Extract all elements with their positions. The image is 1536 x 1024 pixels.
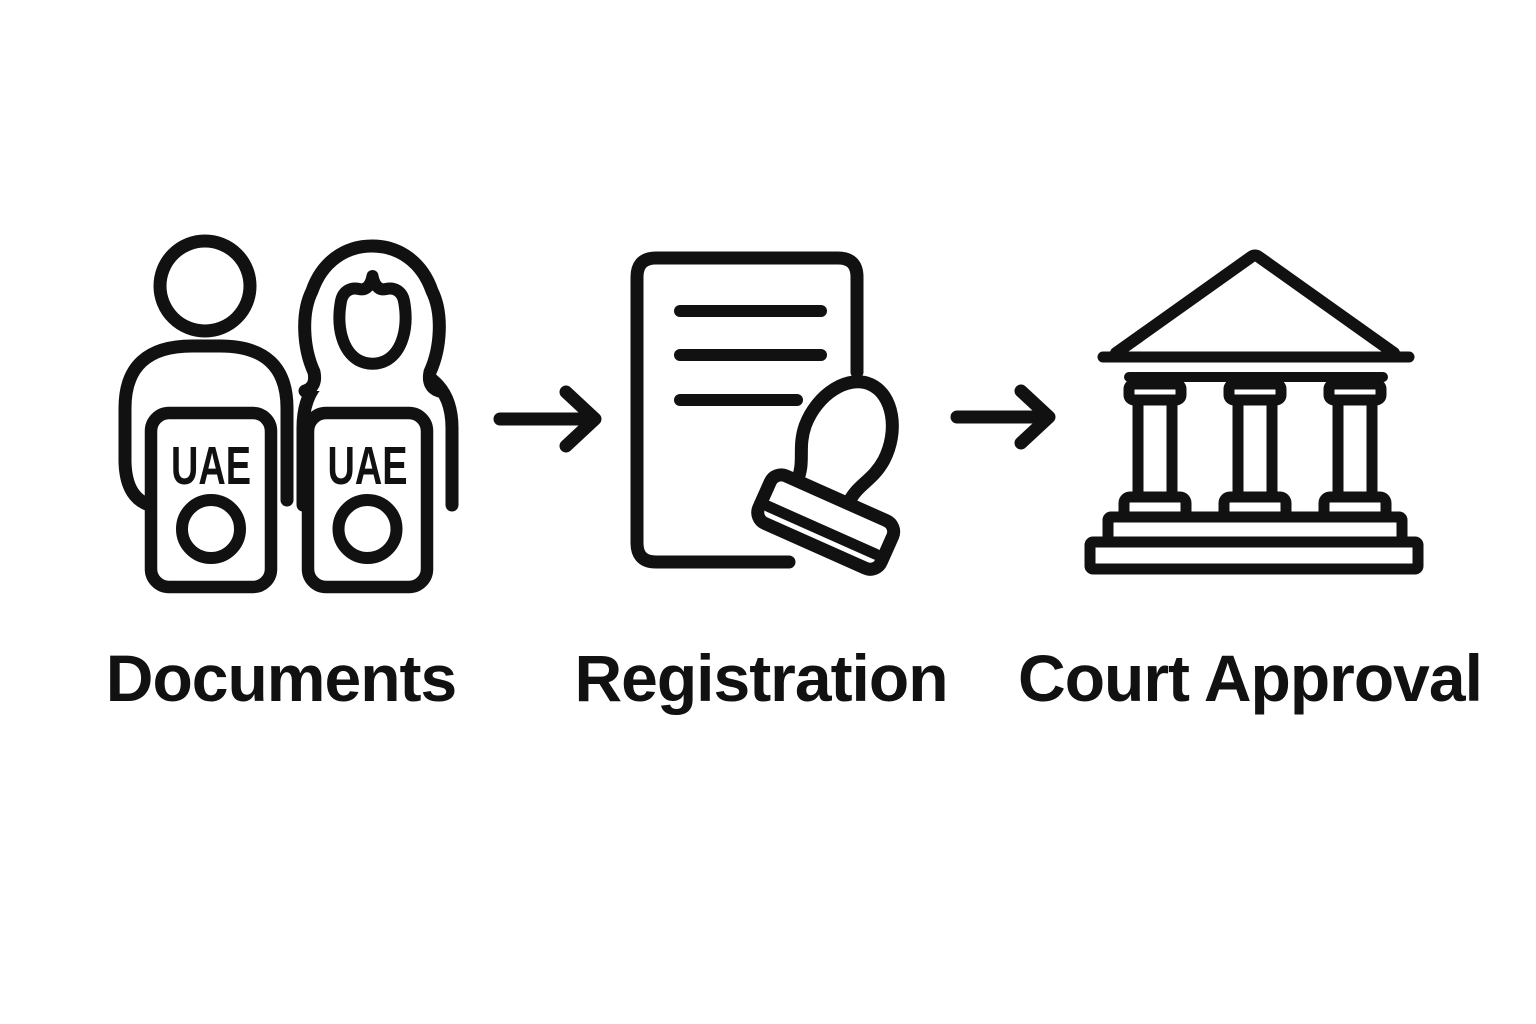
column-capital	[1323, 378, 1387, 406]
step-label-registration: Registration	[574, 641, 948, 715]
uae-card-emblem-circle	[176, 494, 246, 564]
arrow-right-icon	[493, 385, 602, 453]
stamp-base-lip	[762, 500, 882, 560]
column-capital	[1123, 378, 1187, 406]
base-steps	[1084, 511, 1424, 575]
man-head	[153, 234, 257, 338]
arrow-right-icon	[950, 384, 1056, 450]
stamp-icon	[751, 375, 901, 576]
document-with-stamp-icon	[630, 251, 901, 576]
uae-card-text: UAE	[328, 436, 408, 496]
arrow-head	[559, 385, 602, 453]
columns	[1118, 378, 1392, 524]
column-shaft	[1232, 388, 1278, 510]
step-label-court-approval: Court Approval	[1018, 641, 1483, 715]
document-text-lines	[674, 305, 827, 406]
lower-step	[1084, 536, 1424, 575]
step-label-documents: Documents	[105, 641, 457, 715]
column	[1318, 378, 1392, 524]
column	[1118, 378, 1192, 524]
uae-card-text: UAE	[171, 436, 251, 496]
uae-card-emblem-circle	[332, 494, 403, 564]
column-shaft	[1332, 388, 1378, 510]
pediment	[1097, 249, 1415, 363]
woman-face	[333, 270, 412, 370]
uae-passport-card-woman: UAE	[301, 406, 434, 594]
column-capital	[1223, 378, 1287, 406]
column	[1218, 378, 1292, 524]
couple-holding-uae-id-documents-icon: UAE UAE	[118, 234, 459, 594]
courthouse-icon	[1084, 249, 1424, 575]
arrow-head	[1014, 384, 1056, 450]
uae-passport-card-man: UAE	[144, 406, 278, 594]
stamp-handle	[790, 375, 899, 511]
column-shaft	[1132, 388, 1178, 510]
